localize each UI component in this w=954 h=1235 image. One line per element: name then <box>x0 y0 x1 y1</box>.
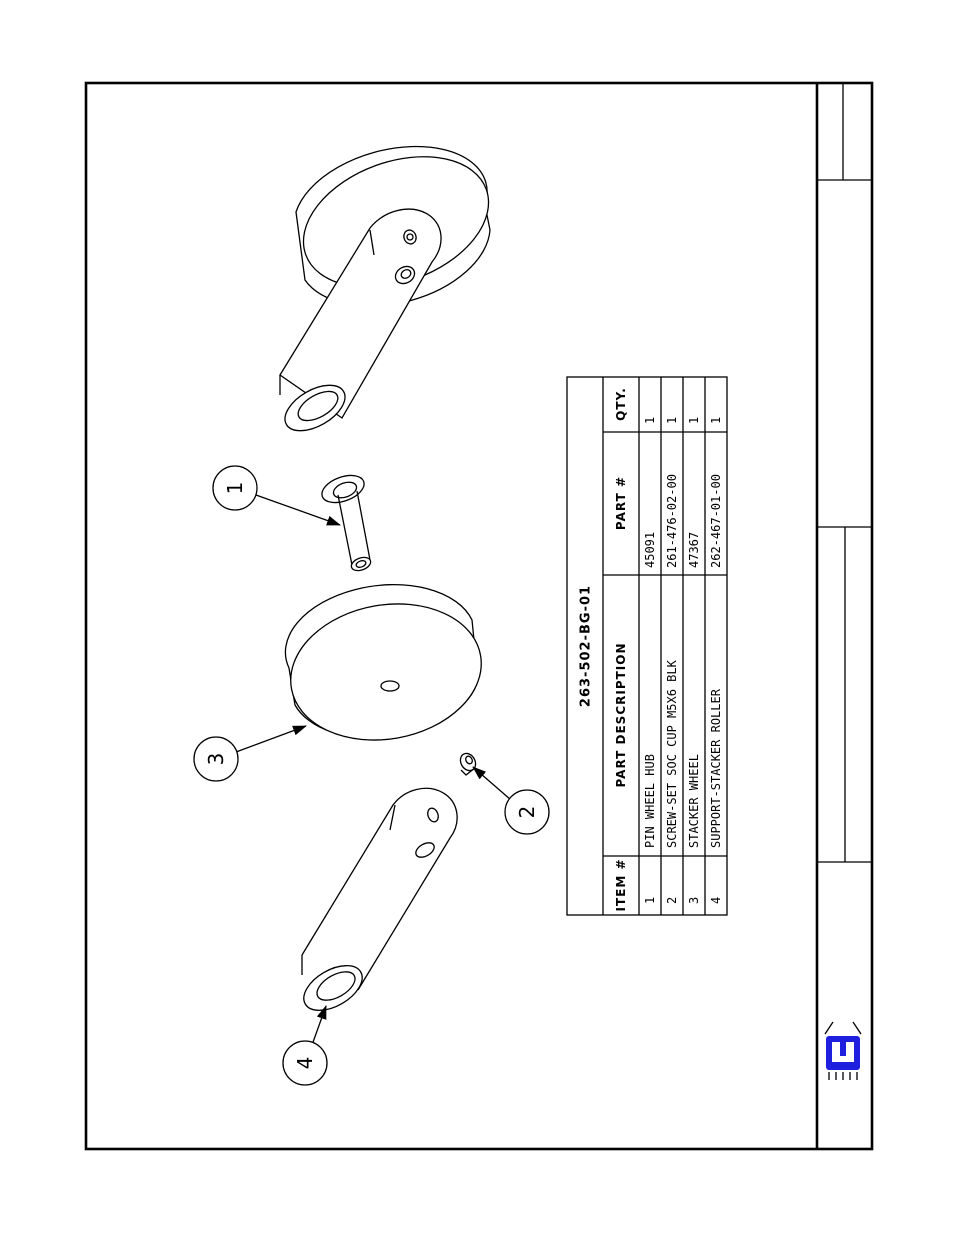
row-4-description: SUPPORT-STACKER ROLLER <box>709 688 723 848</box>
row-3-item: 3 <box>687 897 701 904</box>
stacker-wheel-part <box>280 585 492 755</box>
row-1-description: PIN WHEEL HUB <box>643 754 657 848</box>
balloon-4: 4 <box>283 1006 327 1085</box>
bom-title: 263-502-BG-01 <box>579 585 594 707</box>
company-logo <box>825 1022 861 1080</box>
bill-of-materials-table: 263-502-BG-01 ITEM # PART DESCRIPTION PA… <box>567 377 727 915</box>
row-4-qty: 1 <box>709 417 723 424</box>
balloon-2-label: 2 <box>515 806 539 819</box>
header-description: PART DESCRIPTION <box>614 642 628 787</box>
row-2-item: 2 <box>665 897 679 904</box>
balloon-3: 3 <box>194 726 306 781</box>
row-1-qty: 1 <box>643 417 657 424</box>
pin-wheel-hub-part <box>318 470 372 573</box>
balloon-1: 1 <box>213 466 340 525</box>
drawing-border <box>86 83 872 1149</box>
balloon-1-label: 1 <box>223 482 247 495</box>
row-4-item: 4 <box>709 897 723 904</box>
header-item: ITEM # <box>614 858 628 911</box>
header-part: PART # <box>614 476 628 530</box>
row-1-item: 1 <box>643 897 657 904</box>
row-2-description: SCREW-SET SOC CUP M5X6 BLK <box>665 659 679 848</box>
row-2-qty: 1 <box>665 417 679 424</box>
row-2-part: 261-476-02-00 <box>665 474 679 568</box>
support-stacker-roller-part <box>296 788 457 1019</box>
row-3-description: STACKER WHEEL <box>687 754 701 848</box>
row-4-part: 262-467-01-00 <box>709 474 723 568</box>
row-3-qty: 1 <box>687 417 701 424</box>
assembled-view <box>277 133 506 440</box>
row-3-part: 47367 <box>687 532 701 568</box>
balloon-4-label: 4 <box>293 1057 317 1070</box>
balloon-3-label: 3 <box>204 753 228 766</box>
row-1-part: 45091 <box>643 532 657 568</box>
balloon-2: 2 <box>473 767 549 834</box>
set-screw-part <box>457 751 478 775</box>
title-block <box>817 83 872 1149</box>
header-qty: QTY. <box>614 387 628 421</box>
